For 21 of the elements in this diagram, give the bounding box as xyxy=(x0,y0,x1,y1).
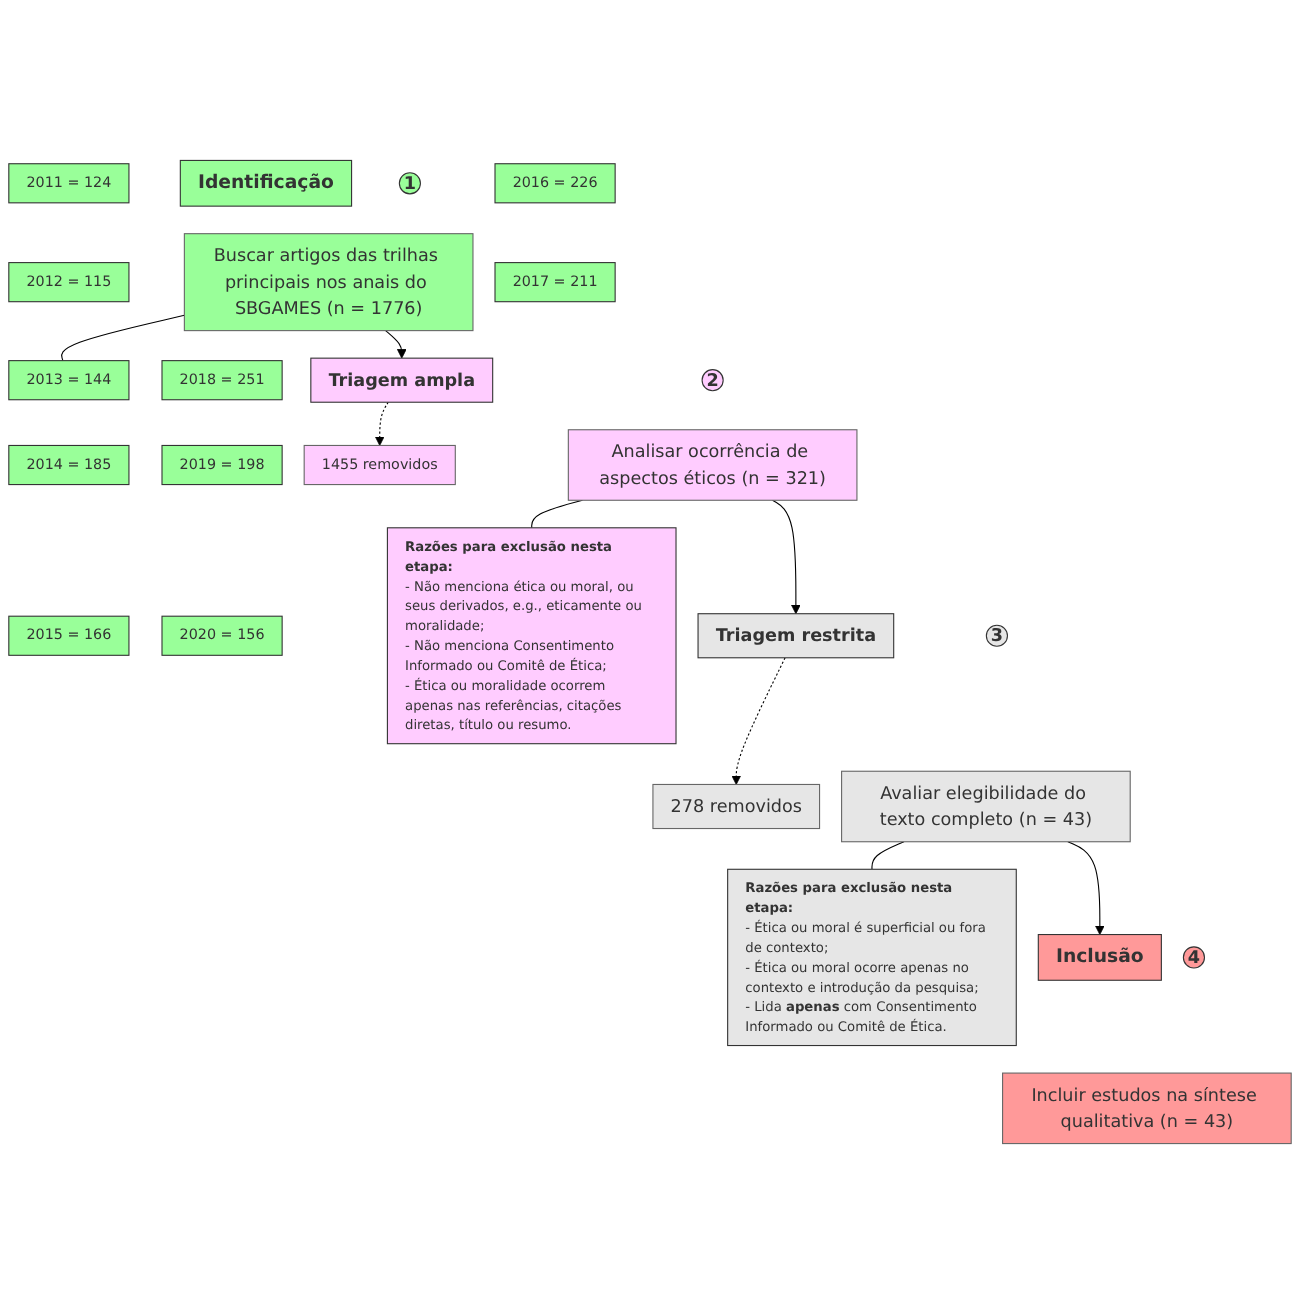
arrow xyxy=(1067,841,1105,935)
node-box: Inclusão xyxy=(1037,934,1162,981)
node-box: Incluir estudos na síntese qualitativa (n = 43) xyxy=(1002,1072,1292,1145)
connector xyxy=(531,499,584,529)
node-circle: 1 xyxy=(398,172,421,195)
node-box: Avaliar elegibilidade do texto completo (n = 43) xyxy=(841,770,1131,843)
arrow xyxy=(771,499,801,615)
arrow xyxy=(385,330,407,359)
node-circle: 2 xyxy=(701,369,724,392)
connector xyxy=(871,841,905,870)
node-box: Triagem ampla xyxy=(310,357,494,403)
connector xyxy=(61,314,185,362)
node-box: Identificação xyxy=(179,159,353,207)
arrow xyxy=(731,657,786,785)
node-circle: 3 xyxy=(985,624,1008,647)
node-circle: 4 xyxy=(1182,946,1206,969)
node-box: Buscar artigos das trilhas principais nos anais do SBGAMES (n = 1776) xyxy=(183,233,474,332)
node-box: Triagem restrita xyxy=(697,613,895,659)
node-box: Analisar ocorrência de aspectos éticos (n = 321) xyxy=(567,429,858,501)
arrow xyxy=(374,401,389,446)
node-box: 278 removidos xyxy=(652,783,821,830)
